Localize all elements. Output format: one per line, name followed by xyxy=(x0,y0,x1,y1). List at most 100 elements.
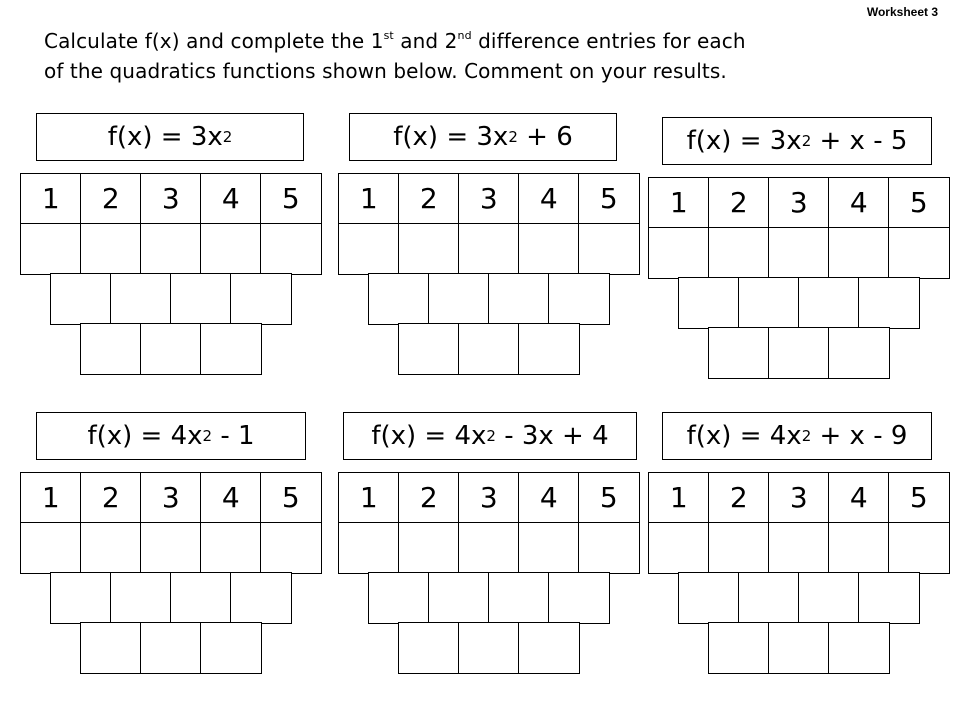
second-difference-cell[interactable] xyxy=(458,323,520,375)
fx-answer-cell[interactable] xyxy=(888,227,950,279)
instructions-line-2: of the quadratics functions shown below.… xyxy=(44,59,727,83)
fx-answer-cell[interactable] xyxy=(200,522,262,574)
first-difference-cell[interactable] xyxy=(738,572,800,624)
instructions-text: Calculate f(x) and complete the 1st and … xyxy=(44,26,944,86)
first-difference-cell[interactable] xyxy=(428,572,490,624)
fx-answer-cell[interactable] xyxy=(888,522,950,574)
fx-answer-cell[interactable] xyxy=(338,223,400,275)
first-difference-cell[interactable] xyxy=(368,273,430,325)
fx-answer-cell[interactable] xyxy=(140,223,202,275)
first-difference-cell[interactable] xyxy=(678,277,740,329)
second-difference-cell[interactable] xyxy=(200,323,262,375)
fx-answer-cell[interactable] xyxy=(518,522,580,574)
fx-answer-cell[interactable] xyxy=(338,522,400,574)
x-value-cell: 1 xyxy=(20,173,82,225)
first-difference-cell[interactable] xyxy=(488,273,550,325)
first-difference-cell[interactable] xyxy=(230,273,292,325)
first-difference-cell[interactable] xyxy=(548,273,610,325)
fx-answer-cell[interactable] xyxy=(708,522,770,574)
first-difference-cell[interactable] xyxy=(548,572,610,624)
x-value-cell: 3 xyxy=(140,173,202,225)
x-value-cell: 3 xyxy=(140,472,202,524)
second-difference-cell[interactable] xyxy=(140,323,202,375)
fx-answer-cell[interactable] xyxy=(648,522,710,574)
second-difference-cell[interactable] xyxy=(80,622,142,674)
fx-answer-cell[interactable] xyxy=(578,522,640,574)
second-difference-cell[interactable] xyxy=(398,323,460,375)
second-difference-cell[interactable] xyxy=(768,622,830,674)
x-value-cell: 4 xyxy=(828,177,890,229)
fx-answer-cell[interactable] xyxy=(140,522,202,574)
first-difference-cell[interactable] xyxy=(50,273,112,325)
first-difference-cell[interactable] xyxy=(110,572,172,624)
fx-answer-cell[interactable] xyxy=(708,227,770,279)
x-value-cell: 1 xyxy=(20,472,82,524)
x-value-cell: 3 xyxy=(458,472,520,524)
fx-answer-cell[interactable] xyxy=(80,223,142,275)
first-difference-cell[interactable] xyxy=(368,572,430,624)
second-difference-cell[interactable] xyxy=(140,622,202,674)
second-difference-cell[interactable] xyxy=(80,323,142,375)
first-difference-cell[interactable] xyxy=(110,273,172,325)
fx-answer-cell[interactable] xyxy=(458,522,520,574)
x-value-cell: 1 xyxy=(648,472,710,524)
x-value-cell: 3 xyxy=(768,472,830,524)
second-difference-cell[interactable] xyxy=(828,327,890,379)
fx-answer-cell[interactable] xyxy=(200,223,262,275)
fx-answer-cell[interactable] xyxy=(260,223,322,275)
fx-answer-cell[interactable] xyxy=(828,227,890,279)
fx-answer-cell[interactable] xyxy=(578,223,640,275)
x-value-cell: 3 xyxy=(768,177,830,229)
x-value-cell: 5 xyxy=(578,173,640,225)
x-value-cell: 5 xyxy=(260,173,322,225)
first-difference-cell[interactable] xyxy=(428,273,490,325)
x-value-cell: 4 xyxy=(828,472,890,524)
fx-answer-cell[interactable] xyxy=(768,227,830,279)
fx-answer-cell[interactable] xyxy=(518,223,580,275)
second-difference-cell[interactable] xyxy=(200,622,262,674)
fx-answer-cell[interactable] xyxy=(398,223,460,275)
fx-answer-cell[interactable] xyxy=(260,522,322,574)
second-difference-cell[interactable] xyxy=(458,622,520,674)
second-difference-cell[interactable] xyxy=(708,327,770,379)
x-value-cell: 5 xyxy=(888,472,950,524)
second-difference-cell[interactable] xyxy=(518,323,580,375)
fx-answer-cell[interactable] xyxy=(20,522,82,574)
fx-answer-cell[interactable] xyxy=(80,522,142,574)
x-value-cell: 2 xyxy=(80,472,142,524)
x-value-cell: 1 xyxy=(338,472,400,524)
fx-answer-cell[interactable] xyxy=(768,522,830,574)
first-difference-cell[interactable] xyxy=(858,572,920,624)
fx-answer-cell[interactable] xyxy=(828,522,890,574)
first-difference-cell[interactable] xyxy=(798,277,860,329)
second-difference-cell[interactable] xyxy=(828,622,890,674)
fx-answer-cell[interactable] xyxy=(458,223,520,275)
first-difference-cell[interactable] xyxy=(230,572,292,624)
instructions-line-1: Calculate f(x) and complete the 1st and … xyxy=(44,29,746,53)
second-difference-cell[interactable] xyxy=(398,622,460,674)
fx-answer-cell[interactable] xyxy=(20,223,82,275)
x-value-cell: 3 xyxy=(458,173,520,225)
x-value-cell: 5 xyxy=(578,472,640,524)
first-difference-cell[interactable] xyxy=(858,277,920,329)
second-difference-cell[interactable] xyxy=(708,622,770,674)
x-value-cell: 4 xyxy=(200,472,262,524)
first-difference-cell[interactable] xyxy=(170,273,232,325)
first-difference-cell[interactable] xyxy=(170,572,232,624)
fx-answer-cell[interactable] xyxy=(398,522,460,574)
second-difference-cell[interactable] xyxy=(768,327,830,379)
x-value-cell: 4 xyxy=(518,472,580,524)
x-value-cell: 5 xyxy=(260,472,322,524)
first-difference-cell[interactable] xyxy=(678,572,740,624)
x-value-cell: 2 xyxy=(80,173,142,225)
first-difference-cell[interactable] xyxy=(50,572,112,624)
fx-answer-cell[interactable] xyxy=(648,227,710,279)
x-value-cell: 2 xyxy=(398,472,460,524)
first-difference-cell[interactable] xyxy=(488,572,550,624)
second-difference-cell[interactable] xyxy=(518,622,580,674)
first-difference-cell[interactable] xyxy=(798,572,860,624)
first-difference-cell[interactable] xyxy=(738,277,800,329)
